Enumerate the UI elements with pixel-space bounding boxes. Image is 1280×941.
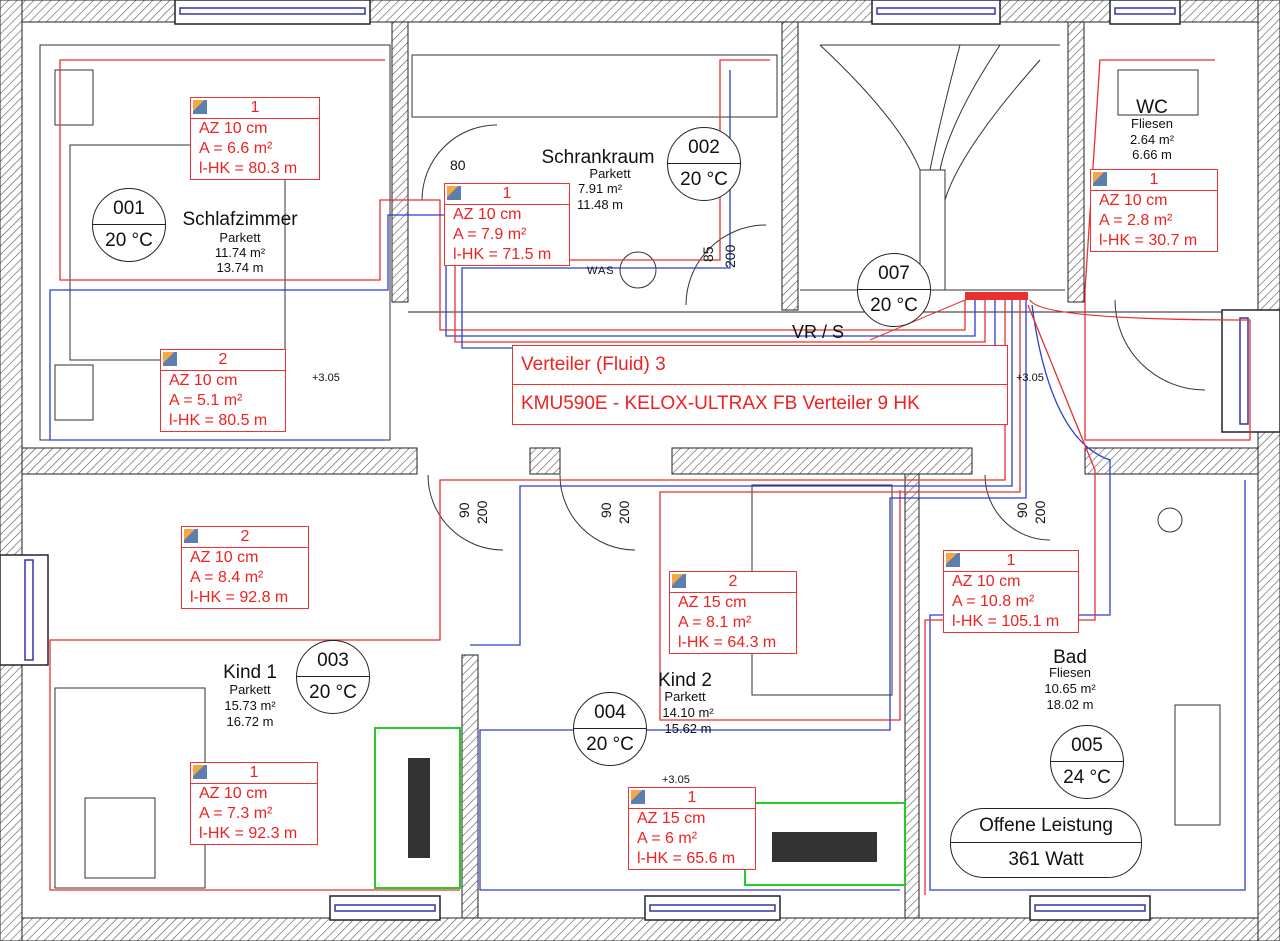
room-name: WC (1136, 97, 1168, 118)
room-perimeter: 15.62 m (664, 721, 712, 736)
room-perimeter: 13.74 m (216, 260, 264, 275)
manifold-title: Verteiler (Fluid) 3 (513, 346, 1007, 385)
room-name: Schlafzimmer (182, 209, 298, 230)
door-height-label: 200 (616, 500, 632, 524)
room-floor: Fliesen (1131, 116, 1173, 131)
door-width-label: 90 (456, 502, 472, 518)
room-area: 10.65 m² (1044, 681, 1096, 696)
room-area: 15.73 m² (224, 698, 276, 713)
circuit-icon (163, 352, 177, 366)
open-power-value: 361 Watt (1008, 849, 1084, 870)
level-label: +3.05 (662, 774, 690, 786)
room-floor: Parkett (589, 166, 631, 181)
level-label: +3.05 (312, 372, 340, 384)
windows (0, 0, 1280, 921)
room-name: Bad (1053, 647, 1087, 668)
room-perimeter: 18.02 m (1046, 697, 1094, 712)
door-height-label: 200 (722, 244, 738, 268)
level-label: +3.05 (1016, 372, 1044, 384)
circuit-icon (631, 790, 645, 804)
room-floor: Parkett (229, 682, 271, 697)
room-perimeter: 6.66 m (1132, 147, 1172, 162)
door-height-label: 200 (474, 500, 490, 524)
desks (408, 758, 877, 862)
room-area: 2.64 m² (1129, 132, 1175, 147)
room-perimeter: 16.72 m (226, 714, 274, 729)
manifold-connector (965, 292, 1028, 300)
room-area: 7.91 m² (577, 181, 623, 196)
room-area: 14.10 m² (662, 705, 714, 720)
open-power-label[interactable]: Offene Leistung 361 Watt (950, 808, 1142, 878)
room-area: 11.74 m² (214, 245, 266, 260)
circuit-icon (1093, 172, 1107, 186)
room-name: Kind 2 (658, 670, 712, 691)
circuit-icon (193, 100, 207, 114)
room-name: Schrankraum (541, 147, 655, 168)
washer-label: WAS (587, 265, 615, 277)
circuit-icon (184, 529, 198, 543)
open-power-title: Offene Leistung (951, 809, 1141, 843)
room-code-partial: VR / S (792, 322, 845, 342)
room-floor: Parkett (219, 230, 261, 245)
door-width-label: 90 (598, 502, 614, 518)
room-perimeter: 11.48 m (576, 197, 623, 212)
door-width-label: 80 (450, 157, 466, 173)
door-width-label: 85 (700, 246, 716, 262)
circuit-icon (193, 765, 207, 779)
room-name: Kind 1 (223, 662, 277, 683)
circuit-icon (946, 553, 960, 567)
manifold-label[interactable]: Verteiler (Fluid) 3 KMU590E - KELOX-ULTR… (512, 345, 1008, 425)
manifold-model: KMU590E - KELOX-ULTRAX FB Verteiler 9 HK (521, 393, 920, 414)
circuit-icon (672, 574, 686, 588)
door-width-label: 90 (1014, 502, 1030, 518)
door-height-label: 200 (1032, 500, 1048, 524)
room-floor: Parkett (664, 689, 706, 704)
circuit-icon (447, 186, 461, 200)
room-floor: Fliesen (1049, 665, 1091, 680)
